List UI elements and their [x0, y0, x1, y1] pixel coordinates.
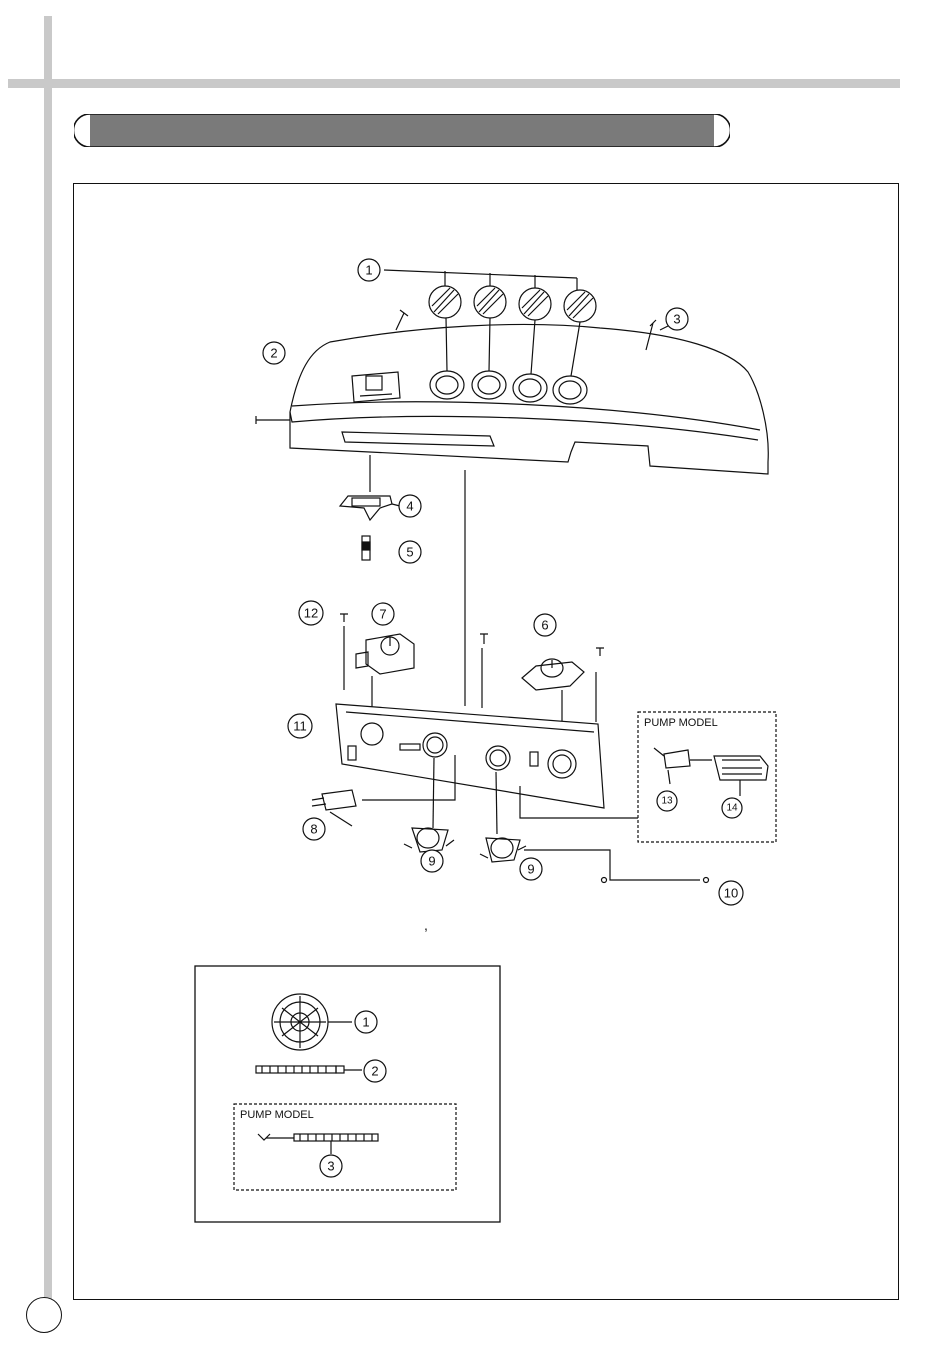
callout-14: 14: [726, 803, 738, 814]
callout-5: 5: [406, 545, 413, 560]
screw-side: [256, 416, 290, 424]
callout-11: 11: [293, 719, 307, 734]
accessory-frame: [195, 966, 500, 1222]
callout-9a: 9: [428, 854, 435, 869]
callout-7: 7: [379, 607, 386, 622]
timer-switch: [356, 634, 414, 674]
callout-1: 1: [365, 263, 372, 278]
callout-9b: 9: [527, 862, 534, 877]
knob-group: [429, 286, 596, 322]
air-hose: [524, 850, 700, 880]
drain-filter: [272, 994, 328, 1050]
callout-3: 3: [673, 312, 680, 327]
callout-2: 2: [270, 346, 277, 361]
callout-13: 13: [661, 796, 673, 807]
pump-drain-hose: [258, 1134, 378, 1141]
pcb-bracket: [336, 704, 604, 808]
screw-mid: [480, 634, 488, 644]
screw-6: [596, 648, 604, 656]
callout-6: 6: [541, 618, 548, 633]
callout-10: 10: [724, 886, 738, 901]
screw-12: [340, 614, 348, 622]
inlet-hose: [256, 1066, 344, 1073]
callout-4: 4: [406, 499, 413, 514]
callout-8: 8: [310, 822, 317, 837]
accessory-callout-3: 3: [327, 1159, 334, 1174]
pump-micro-switch: [654, 748, 690, 784]
pressure-switch-right: [480, 838, 526, 862]
selector-switch: [522, 659, 584, 690]
screw-top-left: [396, 310, 408, 330]
pump-connector: [714, 756, 768, 780]
switch-lever: [340, 496, 392, 520]
pump-model-box: [638, 712, 776, 842]
accessory-callout-1: 1: [362, 1015, 369, 1030]
stray-mark: ,: [424, 917, 428, 933]
switch-slider: [362, 536, 370, 560]
callout-12: 12: [304, 606, 318, 621]
pump-model-label: PUMP MODEL: [644, 717, 718, 729]
accessory-callout-2: 2: [371, 1064, 378, 1079]
control-panel-cover: [290, 324, 768, 474]
accessory-pump-model-label: PUMP MODEL: [240, 1109, 314, 1121]
pressure-switch-left: [404, 828, 454, 852]
